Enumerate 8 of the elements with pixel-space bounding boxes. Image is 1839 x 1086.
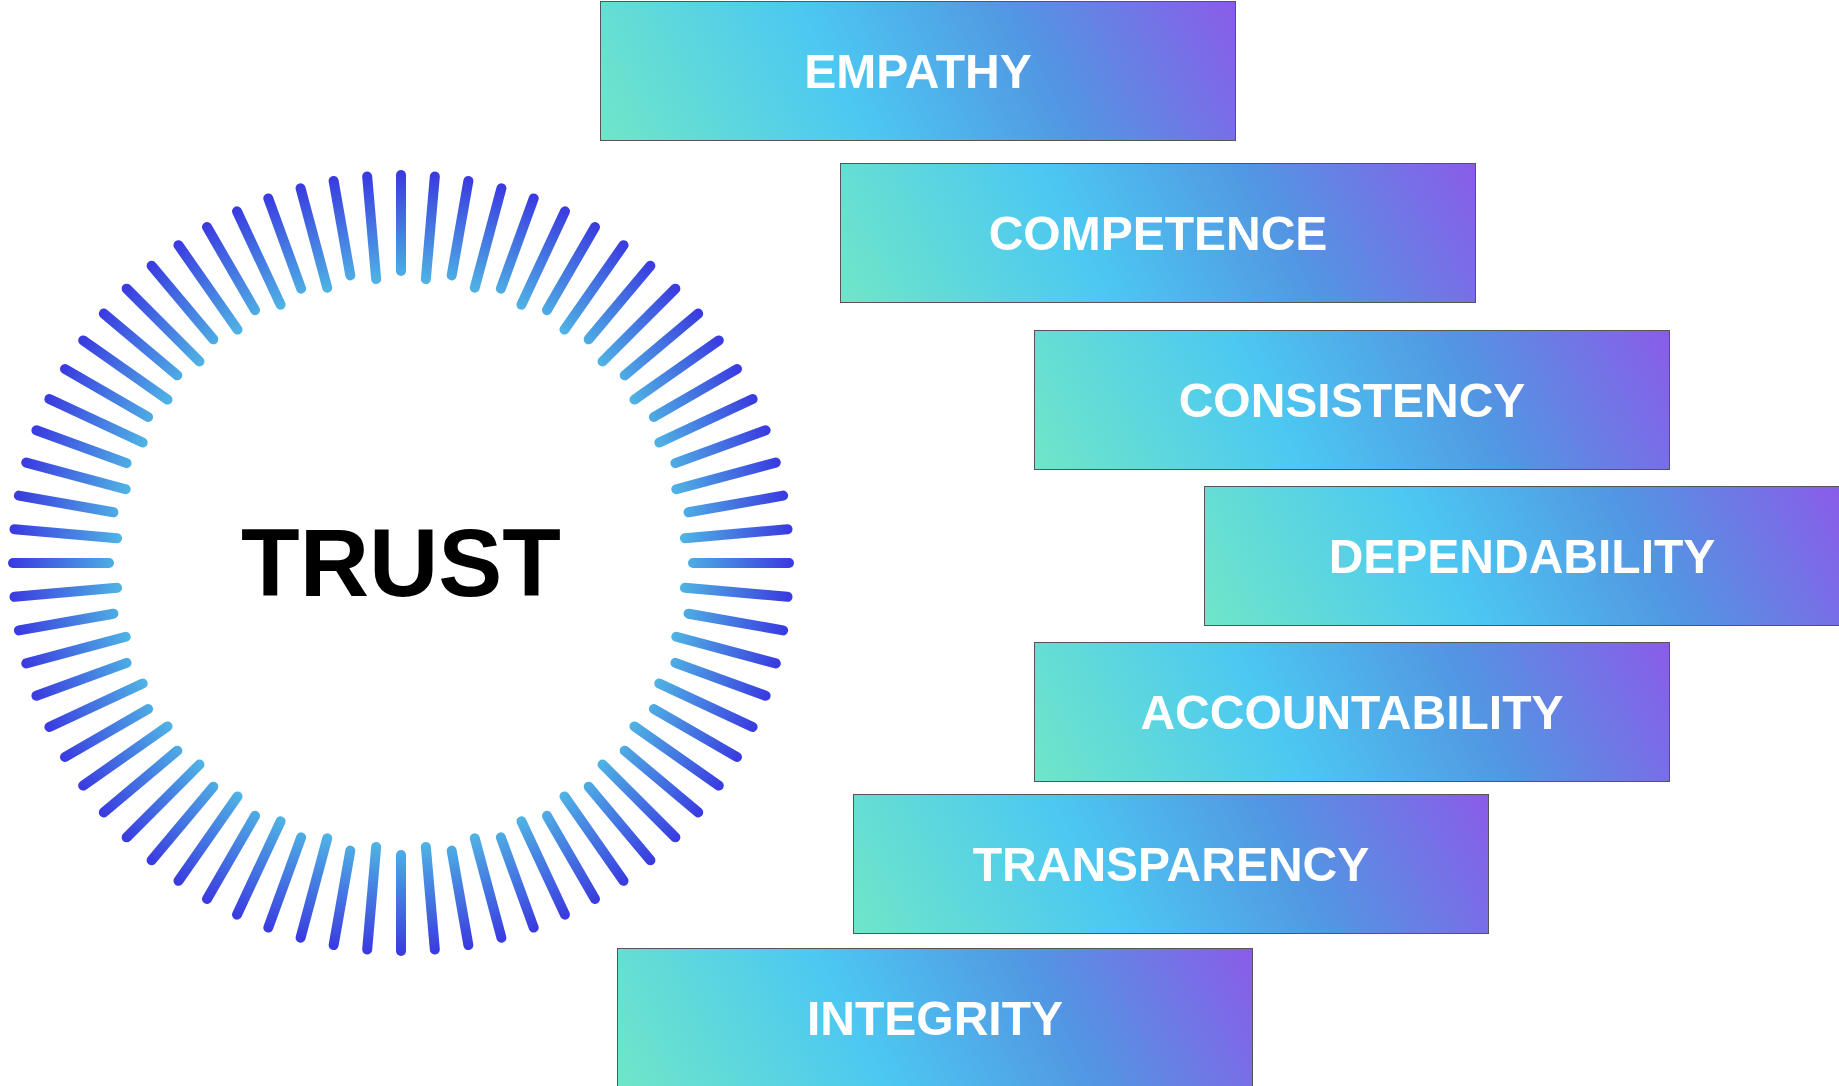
gradient-bar: INTEGRITY <box>617 948 1253 1086</box>
gradient-bar: CONSISTENCY <box>1034 330 1670 470</box>
gradient-bar: COMPETENCE <box>840 163 1476 303</box>
gradient-bar: EMPATHY <box>600 1 1236 141</box>
center-title: TRUST <box>241 508 561 618</box>
gradient-bar: TRANSPARENCY <box>853 794 1489 934</box>
gradient-bar: DEPENDABILITY <box>1204 486 1839 626</box>
gradient-bar: ACCOUNTABILITY <box>1034 642 1670 782</box>
